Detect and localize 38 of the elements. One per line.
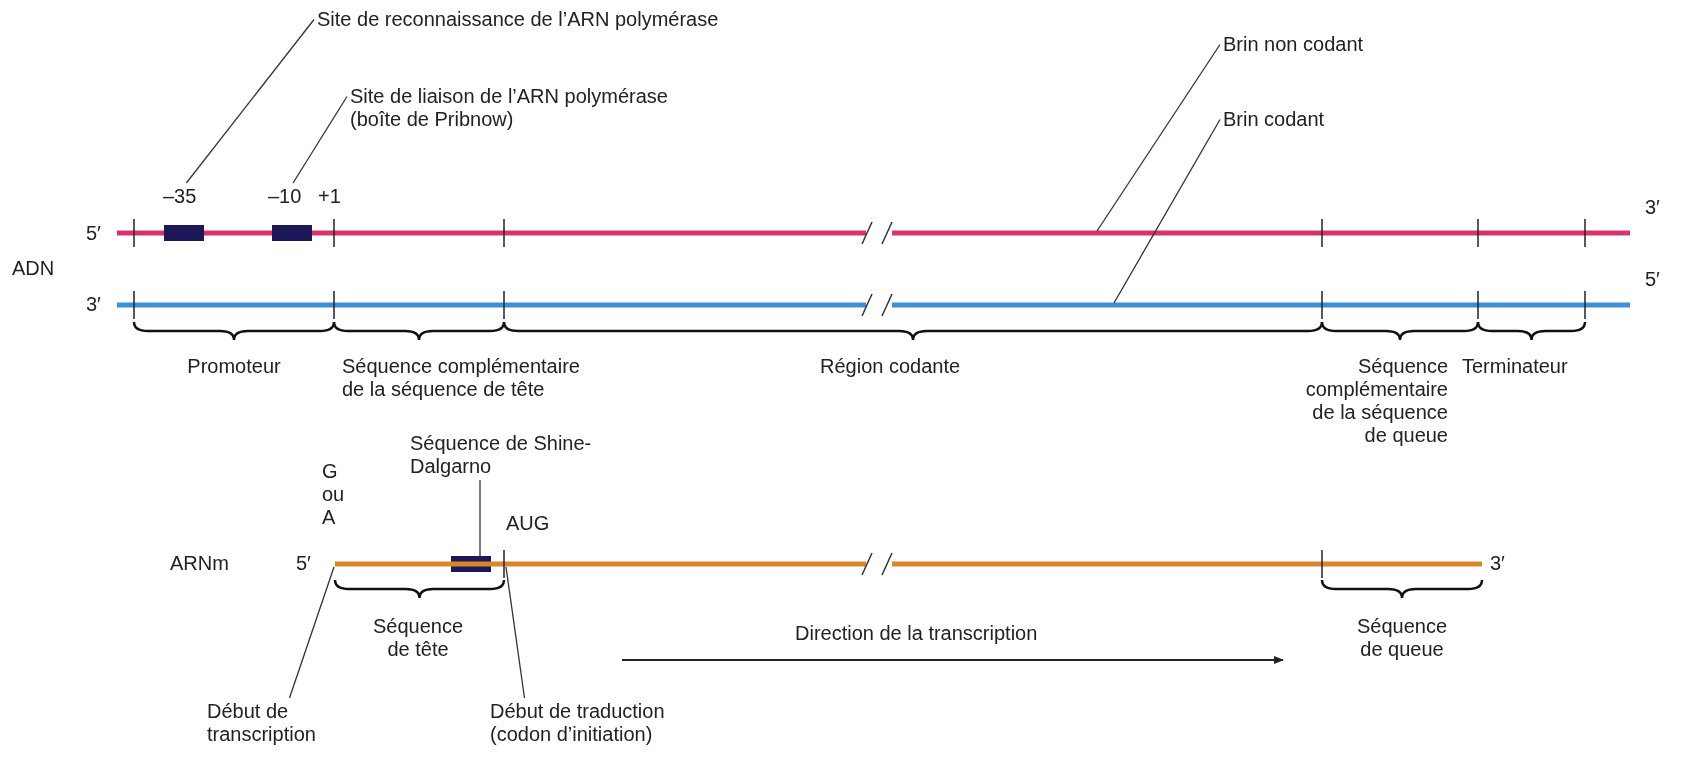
leader-line	[1113, 118, 1221, 304]
strand-end-label: 5′	[86, 222, 101, 245]
leader-line	[505, 566, 526, 699]
leader-line	[479, 479, 481, 557]
molecule-label: ARNm	[170, 552, 229, 575]
region-label: Séquence de queue	[1355, 615, 1449, 661]
strand-end-label: 3′	[86, 293, 101, 316]
region-label: Terminateur	[1462, 355, 1568, 378]
molecule-label: ADN	[12, 257, 55, 280]
region-label: Séquence complémentaire de la séquence de queue	[1304, 355, 1448, 447]
callout-text: Site de liaison de l’ARN polymérase (boîte de Pribnow)	[350, 85, 695, 131]
region-label: Séquence de tête	[371, 615, 465, 661]
leader-line	[185, 18, 315, 184]
region-label: Séquence complémentaire de la séquence de tête	[342, 355, 581, 401]
callout-text: Début de transcription	[207, 700, 357, 746]
callout-text: Séquence de Shine-Dalgarno	[410, 432, 610, 478]
region-label: Région codante	[820, 355, 961, 378]
region-label: Promoteur	[186, 355, 282, 378]
leader-line	[288, 566, 335, 699]
dna-strand	[114, 230, 1633, 236]
callout-text: Début de traduction (codon d’initiation)	[490, 700, 720, 746]
dna-strand	[114, 302, 1633, 308]
position-label: –35	[163, 185, 197, 208]
strand-end-label: 5′	[1645, 268, 1660, 291]
callout-text: Site de reconnaissance de l’ARN polymérase	[317, 8, 719, 31]
mrna-strand	[332, 561, 1485, 567]
callout-text: Brin non codant	[1223, 33, 1364, 56]
codon-label: AUG	[506, 512, 550, 535]
nucleotide-label: G ou A	[322, 460, 346, 529]
position-label: +1	[318, 185, 341, 208]
leader-line	[292, 95, 348, 184]
strand-end-label: 5′	[296, 552, 311, 575]
strand-end-label: 3′	[1490, 552, 1505, 575]
position-label: –10	[268, 185, 302, 208]
direction-label: Direction de la transcription	[795, 622, 1038, 645]
strand-end-label: 3′	[1645, 196, 1660, 219]
callout-text: Brin codant	[1223, 108, 1325, 131]
leader-line	[1096, 43, 1221, 232]
